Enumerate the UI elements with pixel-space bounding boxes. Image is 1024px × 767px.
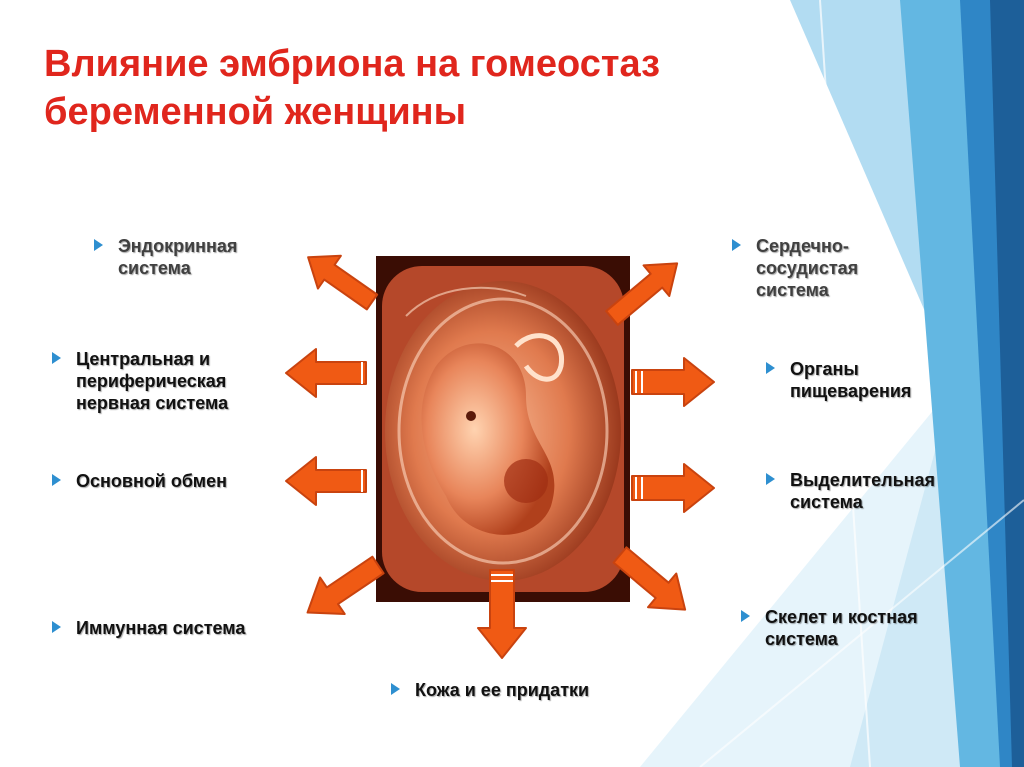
item-line: нервная система <box>76 392 228 414</box>
bullet-icon <box>94 239 103 251</box>
item-line: Центральная и <box>76 348 228 370</box>
bullet-icon <box>52 352 61 364</box>
item-line: система <box>790 491 935 513</box>
item-line: Эндокринная <box>118 235 237 257</box>
item-line: Основной обмен <box>76 470 227 492</box>
list-item-cardiovascular: Сердечно- сосудистая система <box>756 235 858 301</box>
item-line: система <box>756 279 858 301</box>
arrow-left-1 <box>286 349 366 397</box>
arrow-up-right <box>599 248 690 333</box>
arrow-down-left <box>295 547 390 631</box>
bullet-icon <box>741 610 750 622</box>
list-item-metabolism: Основной обмен <box>76 470 227 492</box>
item-line: Сердечно- <box>756 235 858 257</box>
arrow-left-2 <box>286 457 366 505</box>
item-line: Кожа и ее придатки <box>415 679 589 701</box>
list-item-digestive: Органы пищеварения <box>790 358 911 402</box>
arrow-right-1 <box>632 358 714 406</box>
list-item-endocrine: Эндокринная система <box>118 235 237 279</box>
bullet-icon <box>732 239 741 251</box>
item-line: пищеварения <box>790 380 911 402</box>
bullet-icon <box>391 683 400 695</box>
arrow-up-left <box>297 241 384 319</box>
item-line: сосудистая <box>756 257 858 279</box>
arrow-right-2 <box>632 464 714 512</box>
bullet-icon <box>52 621 61 633</box>
bullet-icon <box>52 474 61 486</box>
item-line: система <box>118 257 237 279</box>
item-line: Выделительная <box>790 469 935 491</box>
item-line: Скелет и костная <box>765 606 918 628</box>
bullet-icon <box>766 362 775 374</box>
list-item-skeleton: Скелет и костная система <box>765 606 918 650</box>
item-line: Органы <box>790 358 911 380</box>
list-item-immune: Иммунная система <box>76 617 245 639</box>
bullet-icon <box>766 473 775 485</box>
arrow-down-right <box>606 538 699 626</box>
item-line: система <box>765 628 918 650</box>
list-item-excretory: Выделительная система <box>790 469 935 513</box>
item-line: периферическая <box>76 370 228 392</box>
list-item-nervous-system: Центральная и периферическая нервная сис… <box>76 348 228 414</box>
arrow-down <box>478 570 526 658</box>
list-item-skin: Кожа и ее придатки <box>415 679 589 701</box>
item-line: Иммунная система <box>76 617 245 639</box>
